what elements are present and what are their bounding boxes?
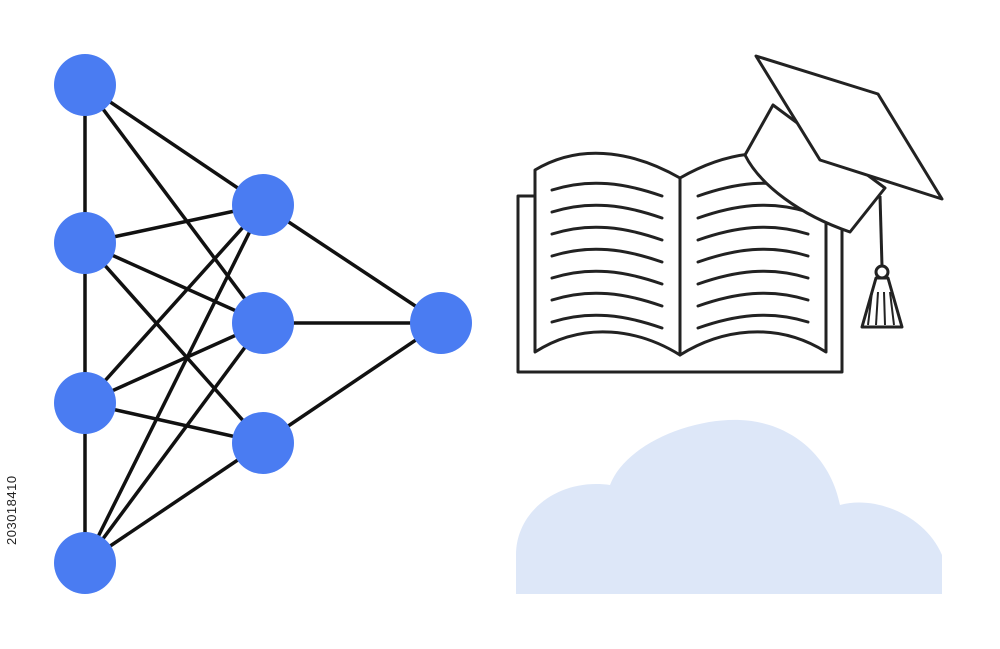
network-node	[54, 212, 116, 274]
neural-network-icon	[54, 54, 472, 594]
stock-id-watermark: 203018410	[4, 475, 19, 545]
network-node	[232, 292, 294, 354]
network-node	[54, 372, 116, 434]
cloud-icon	[516, 419, 942, 594]
open-book-icon	[516, 151, 844, 374]
network-node	[54, 54, 116, 116]
graduation-cap-icon	[743, 54, 944, 329]
network-node	[232, 412, 294, 474]
network-node	[410, 292, 472, 354]
network-nodes	[54, 54, 472, 594]
network-node	[54, 532, 116, 594]
network-node	[232, 174, 294, 236]
